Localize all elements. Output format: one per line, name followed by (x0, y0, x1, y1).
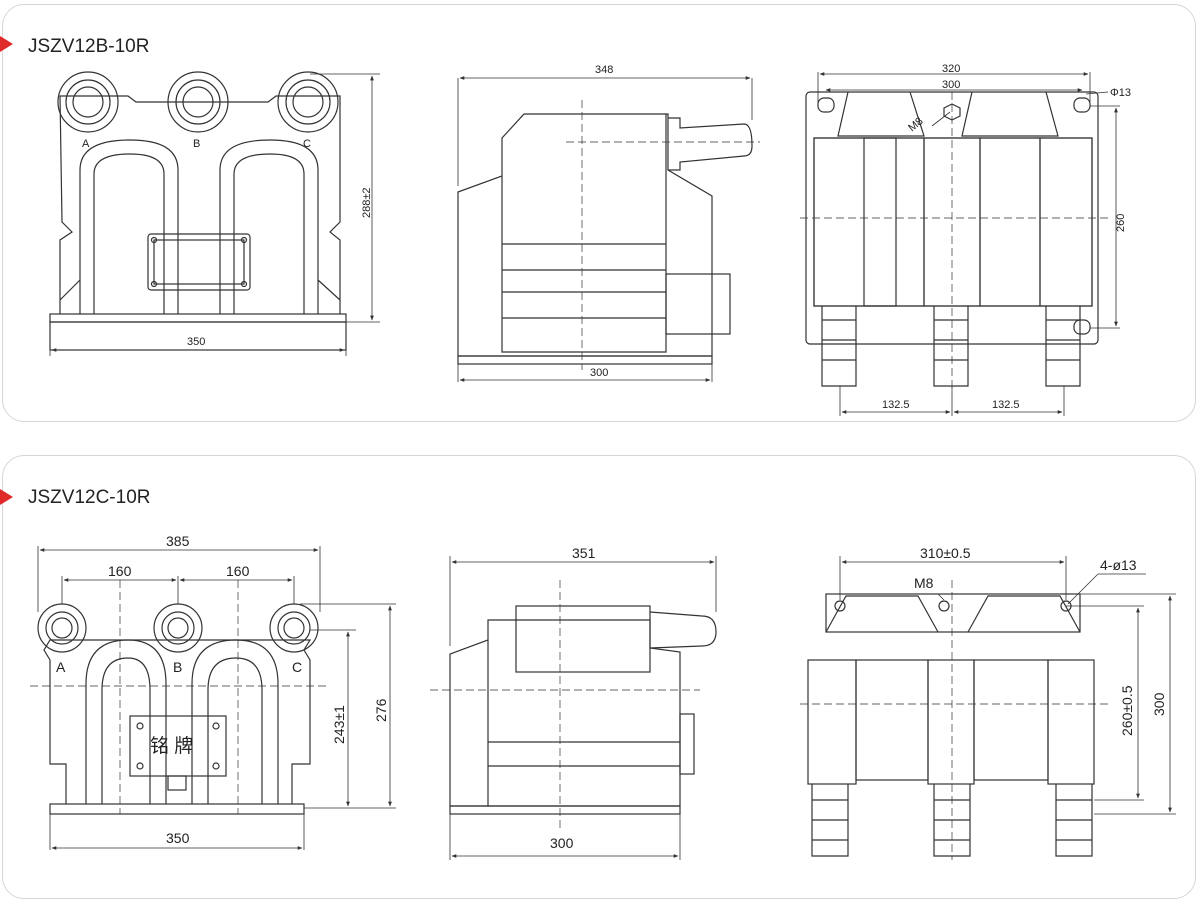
pitch-left-dim-2: 160 (108, 563, 132, 579)
top-hole-dim-1: Φ13 (1110, 87, 1131, 99)
model-title-1: JSZV12B-10R (28, 36, 150, 57)
model-title-2: JSZV12C-10R (28, 487, 151, 508)
height-inner-dim-2: 243±1 (331, 705, 347, 744)
front-width-1: 350 (187, 336, 205, 348)
side-top-dim-1: 348 (595, 64, 613, 76)
height-outer-dim-2: 276 (373, 698, 389, 722)
top-outer-dim-1: 320 (942, 63, 960, 75)
top-spacing-left-1: 132.5 (882, 399, 910, 411)
nameplate-label: 铭 牌 (150, 735, 193, 757)
section-marker-icon (0, 36, 13, 52)
overall-dim-2: 385 (166, 533, 190, 549)
front-height-1: 288±2 (361, 187, 373, 218)
top-depth-dim-2: 260±0.5 (1119, 685, 1135, 736)
top-depth-1: 260 (1115, 214, 1127, 232)
pitch-right-dim-2: 160 (226, 563, 250, 579)
side-bottom-dim-2: 300 (550, 835, 574, 851)
top-inner-dim-1: 300 (942, 79, 960, 91)
top-view-1 (800, 72, 1120, 416)
side-bottom-dim-1: 300 (590, 367, 608, 379)
side-top-dim-2: 351 (572, 545, 596, 561)
side-view-1 (457, 76, 760, 382)
phase-b-label-1: B (193, 138, 200, 150)
panel-jszv12c (2, 455, 1196, 899)
top-span-dim-2: 310±0.5 (920, 545, 971, 561)
side-view-2 (430, 556, 717, 860)
phase-c-label-2: C (292, 659, 302, 675)
front-width-2: 350 (166, 830, 190, 846)
phase-b-label-2: B (173, 659, 182, 675)
top-holes-dim-2: 4-ø13 (1100, 557, 1137, 573)
phase-a-label-2: A (56, 659, 66, 675)
front-view-2 (30, 546, 396, 850)
phase-c-label-1: C (303, 138, 311, 150)
front-view-1 (49, 71, 380, 356)
section-marker-icon (0, 489, 13, 505)
top-view-2 (800, 556, 1176, 860)
phase-a-label-1: A (82, 138, 90, 150)
top-thread-2: M8 (914, 575, 934, 591)
top-spacing-right-1: 132.5 (992, 399, 1020, 411)
top-height-dim-2: 300 (1151, 692, 1167, 716)
